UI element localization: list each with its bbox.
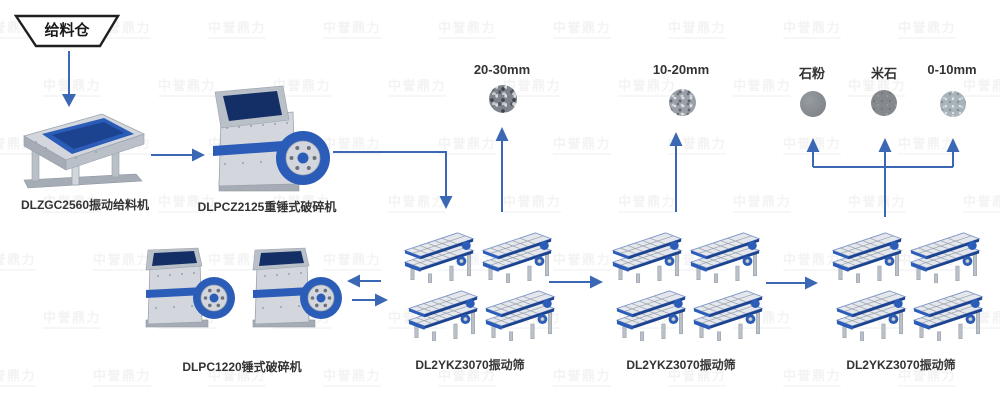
output-label-rice-stone: 米石 — [870, 66, 897, 81]
watermark-text: 中誉鼎力 — [963, 75, 1000, 97]
watermark-text: 中誉鼎力 — [323, 17, 381, 39]
watermark-text: 中誉鼎力 — [963, 191, 1000, 213]
feeder-illustration — [22, 113, 146, 189]
screen-group-1 — [403, 229, 568, 344]
vibrating-screen-illustration — [692, 290, 764, 341]
vibrating-screen-illustration — [912, 290, 984, 341]
vibrating-screen-illustration — [615, 290, 687, 341]
primary-crusher-label: DLPCZ2125重锤式破碎机 — [197, 200, 337, 214]
output-label-stone-powder: 石粉 — [798, 66, 825, 81]
output-material-20-30mm — [489, 85, 517, 113]
output-label-10-20mm: 10-20mm — [652, 62, 710, 77]
watermark-text: 中誉鼎力 — [783, 133, 841, 155]
screen-group-2 — [611, 229, 776, 344]
screen-group-3-label: DL2YKZ3070振动筛 — [846, 358, 956, 372]
watermark-text: 中誉鼎力 — [618, 191, 676, 213]
watermark-text: 中誉鼎力 — [323, 365, 381, 387]
watermark-text: 中誉鼎力 — [93, 365, 151, 387]
watermark-text: 中誉鼎力 — [503, 191, 561, 213]
screen-unit — [912, 287, 988, 341]
vibrating-screen-illustration — [835, 290, 907, 341]
output-material-rice-stone — [871, 90, 897, 116]
feeder-node — [16, 102, 150, 190]
watermark-text: 中誉鼎力 — [733, 191, 791, 213]
watermark-text: 中誉鼎力 — [208, 17, 266, 39]
screen-group-1-label: DL2YKZ3070振动筛 — [415, 358, 525, 372]
primary-crusher-node — [203, 84, 333, 198]
arrow-screens2-to-10-20mm — [669, 132, 683, 212]
vibrating-screen-illustration — [403, 232, 475, 283]
watermark-text: 中誉鼎力 — [553, 133, 611, 155]
watermark-text: 中誉鼎力 — [0, 249, 36, 271]
arrow-feeder-to-primary-crusher — [151, 148, 205, 162]
arrow-screens3-branch-to-outputs — [806, 138, 960, 217]
watermark-text: 中誉鼎力 — [43, 307, 101, 329]
screen-unit — [835, 287, 911, 341]
vibrating-screen-illustration — [611, 232, 683, 283]
screen-group-2-label: DL2YKZ3070振动筛 — [626, 358, 736, 372]
primary-crusher-illustration — [213, 85, 330, 192]
feed-bin-label: 给料仓 — [44, 21, 90, 39]
watermark-text: 中誉鼎力 — [668, 133, 726, 155]
watermark-text: 中誉鼎力 — [438, 133, 496, 155]
screen-unit — [481, 229, 557, 283]
vibrating-screen-illustration — [831, 232, 903, 283]
watermark-text: 中誉鼎力 — [783, 17, 841, 39]
output-material-0-10mm — [940, 91, 966, 117]
arrow-screens1-to-secondary-crusher — [347, 274, 381, 288]
screen-unit — [909, 229, 985, 283]
arrow-screens1-to-20-30mm — [495, 127, 509, 212]
vibrating-screen-illustration — [407, 290, 479, 341]
output-label-0-10mm: 0-10mm — [927, 62, 977, 77]
watermark-text: 中誉鼎力 — [898, 17, 956, 39]
output-material-stone-powder — [800, 91, 826, 117]
watermark-text: 中誉鼎力 — [553, 17, 611, 39]
vibrating-screen-illustration — [481, 232, 553, 283]
hammer-crusher-illustration — [145, 247, 235, 328]
secondary-crusher-label: DLPC1220锤式破碎机 — [182, 360, 302, 374]
screen-unit — [831, 229, 907, 283]
screen-unit — [407, 287, 483, 341]
watermark-text: 中誉鼎力 — [0, 365, 36, 387]
screen-unit — [403, 229, 479, 283]
watermark-text: 中誉鼎力 — [618, 75, 676, 97]
watermark-text: 中誉鼎力 — [438, 17, 496, 39]
watermark-text: 中誉鼎力 — [43, 75, 101, 97]
arrow-primary-crusher-to-screens1 — [333, 151, 453, 209]
screen-unit — [692, 287, 768, 341]
secondary-crusher-unit — [247, 246, 344, 334]
output-label-20-30mm: 20-30mm — [473, 62, 531, 77]
screen-unit — [615, 287, 691, 341]
screen-unit — [484, 287, 560, 341]
watermark-text: 中誉鼎力 — [898, 133, 956, 155]
watermark-text: 中誉鼎力 — [668, 17, 726, 39]
screen-unit — [611, 229, 687, 283]
watermark-text: 中誉鼎力 — [388, 75, 446, 97]
arrow-feedbin-to-feeder — [62, 51, 76, 107]
output-material-10-20mm — [669, 89, 696, 116]
screen-unit — [689, 229, 765, 283]
feed-bin-shape — [14, 14, 120, 48]
screen-group-3 — [831, 229, 996, 344]
vibrating-screen-illustration — [689, 232, 761, 283]
feeder-label: DLZGC2560振动给料机 — [20, 198, 150, 212]
watermark-text: 中誉鼎力 — [388, 191, 446, 213]
hammer-crusher-illustration — [252, 247, 342, 328]
vibrating-screen-illustration — [484, 290, 556, 341]
vibrating-screen-illustration — [909, 232, 981, 283]
watermark-text: 中誉鼎力 — [848, 191, 906, 213]
secondary-crusher-unit — [140, 246, 237, 334]
feed-bin-node: 给料仓 — [14, 14, 120, 48]
arrow-secondary-crusher-to-screens1 — [352, 293, 388, 307]
